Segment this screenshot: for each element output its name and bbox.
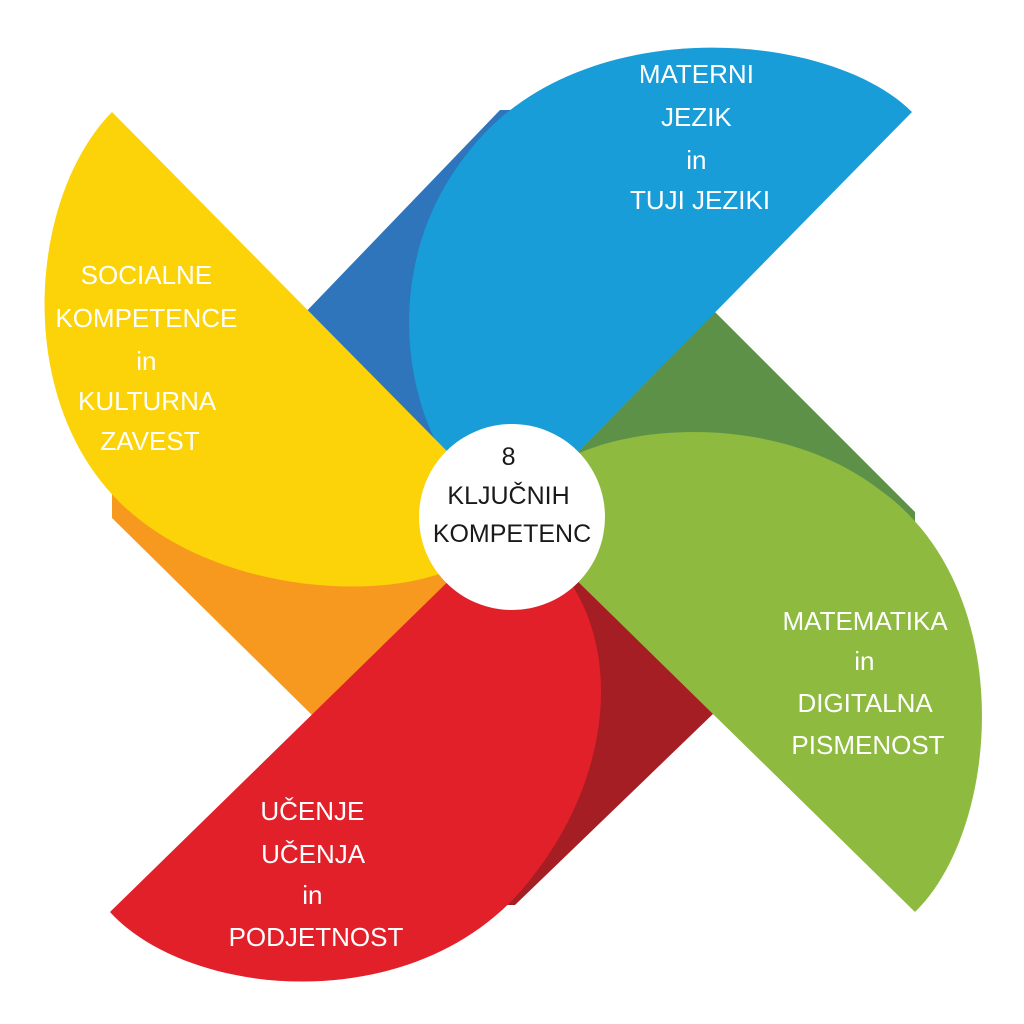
yellow-blade (44, 112, 513, 587)
center-label: 8 KLJUČNIH KOMPETENC (433, 443, 591, 548)
red-blade-label: UČENJE UČENJA in PODJETNOST (229, 796, 404, 952)
yellow-blade-label: SOCIALNE KOMPETENCE in KULTURNA ZAVEST (55, 260, 244, 456)
green-blade-label: MATEMATIKA in DIGITALNA PISMENOST (783, 606, 954, 760)
green-blade (513, 432, 982, 912)
red-blade (110, 518, 601, 982)
center-hub (419, 424, 605, 610)
blue-blade-label: MATERNI JEZIK in TUJI JEZIKI (630, 59, 770, 215)
blue-blade (409, 47, 912, 518)
